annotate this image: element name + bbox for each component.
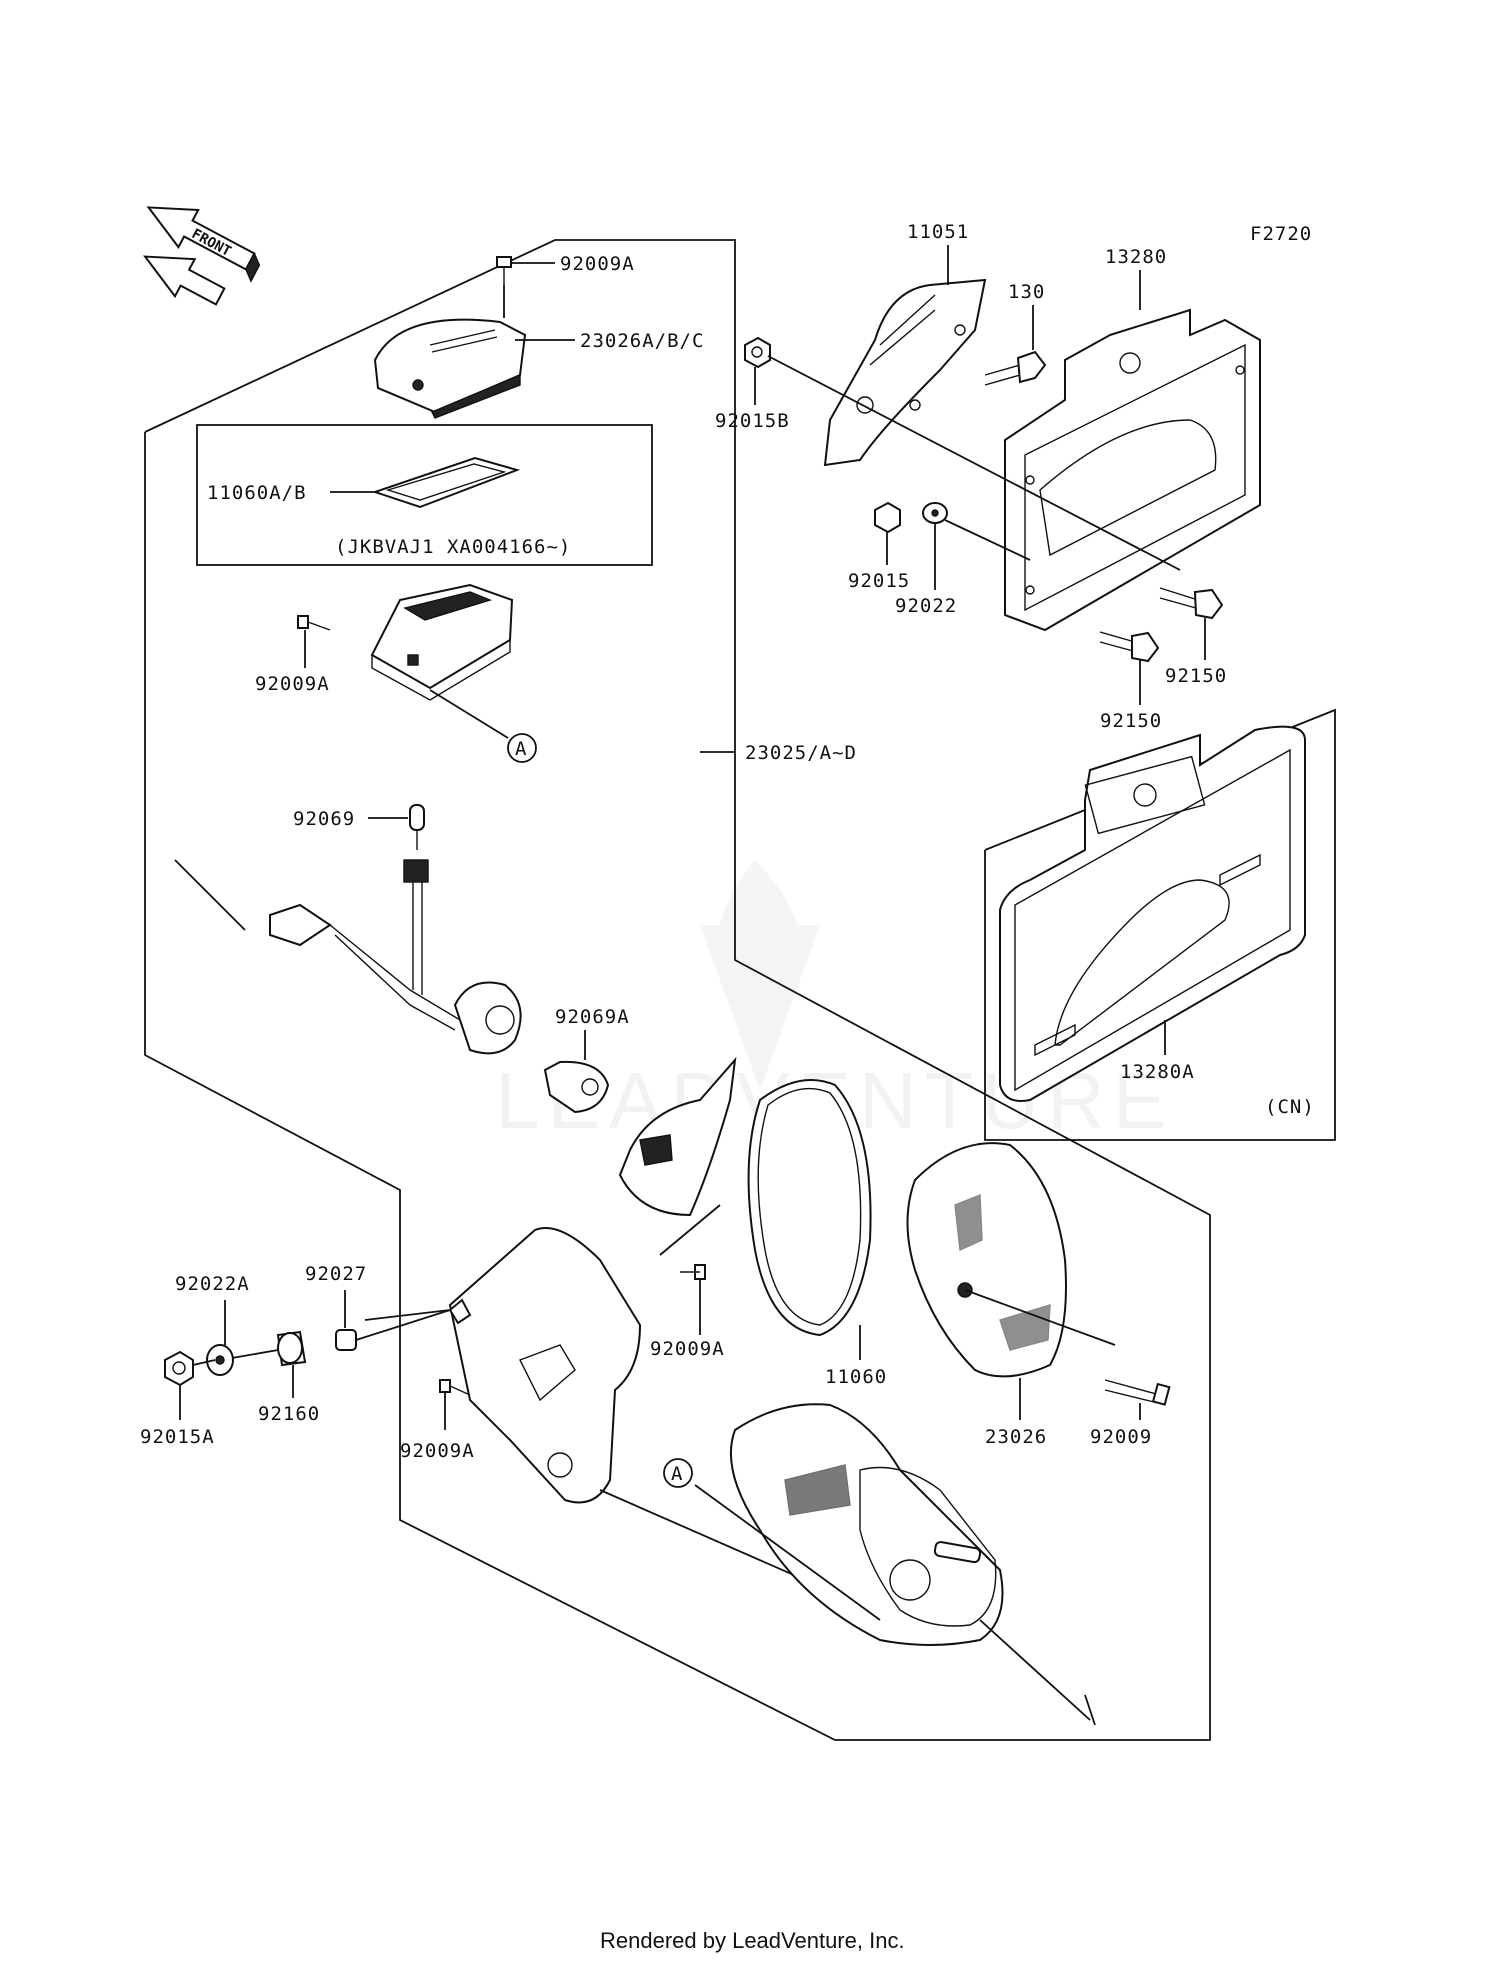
label-92069A: 92069A [555,1006,630,1028]
label-92022: 92022 [895,595,957,617]
ref-A-top-circle [507,733,537,763]
nut-92015 [874,501,901,534]
figure-code: F2720 [1250,223,1312,245]
bulb-92069 [409,804,425,850]
screw-92009 [1104,1379,1171,1406]
label-92150-b: 92150 [1100,710,1162,732]
serial-note-box [196,424,653,566]
label-11060AB: 11060A/B [207,482,307,504]
label-23025: 23025/A~D [745,742,857,764]
collar-92027 [335,1329,357,1351]
license-lamp-housing [370,583,514,701]
license-plate-13280A [999,725,1306,1102]
serial-note: (JKBVAJ1 XA004166~) [335,536,571,558]
grommet-92160 [276,1330,307,1367]
bulb-92069A [543,1060,610,1114]
label-92069: 92069 [293,808,355,830]
label-23026: 23026 [985,1426,1047,1448]
taillight-housing [729,1403,1004,1646]
license-plate-13280 [1004,308,1261,632]
assembly-boundary-left [144,239,1211,1741]
screw-92009A-top [496,256,512,285]
label-11051: 11051 [907,221,969,243]
label-11060: 11060 [825,1366,887,1388]
lens-gasket-11060 [747,1079,872,1337]
bolt-92150-a [1159,587,1224,620]
label-13280A: 13280A [1120,1061,1195,1083]
footer-credit: Rendered by LeadVenture, Inc. [600,1928,905,1953]
cn-note: (CN) [1265,1096,1315,1118]
screw-92009A-left [297,615,331,631]
license-bracket-11051 [823,278,987,467]
tail-lens-23026 [906,1142,1067,1378]
label-23026ABC: 23026A/B/C [580,330,704,352]
label-92015B: 92015B [715,410,790,432]
label-92150-a: 92150 [1165,665,1227,687]
label-130: 130 [1008,281,1045,303]
label-92160: 92160 [258,1403,320,1425]
label-92009A-left: 92009A [255,673,330,695]
label-92027: 92027 [305,1263,367,1285]
reflector-plate [618,1056,737,1217]
label-92022A: 92022A [175,1273,250,1295]
label-92015: 92015 [848,570,910,592]
label-92009A-low: 92009A [400,1440,475,1462]
bolt-130 [984,350,1047,386]
label-92009A-top: 92009A [560,253,635,275]
ref-A-top: A [515,738,527,760]
ref-A-bottom-circle [663,1458,693,1488]
label-92009A-mid: 92009A [650,1338,725,1360]
nut-92015A [164,1350,194,1387]
screw-92009A-mid [680,1264,706,1280]
label-92009: 92009 [1090,1426,1152,1448]
label-13280: 13280 [1105,246,1167,268]
bolt-92150-b [1099,631,1160,663]
ref-A-bottom: A [671,1463,683,1485]
taillight-bracket [448,1227,642,1504]
gasket-11060AB [371,456,521,509]
nut-92015B [744,336,771,369]
license-lamp-cover [373,318,527,419]
washer-92022A [206,1344,234,1376]
front-arrow-icon: FRONT [143,206,261,306]
wiring-harness [174,859,522,1055]
washer-92022 [922,502,948,524]
label-92015A: 92015A [140,1426,215,1448]
